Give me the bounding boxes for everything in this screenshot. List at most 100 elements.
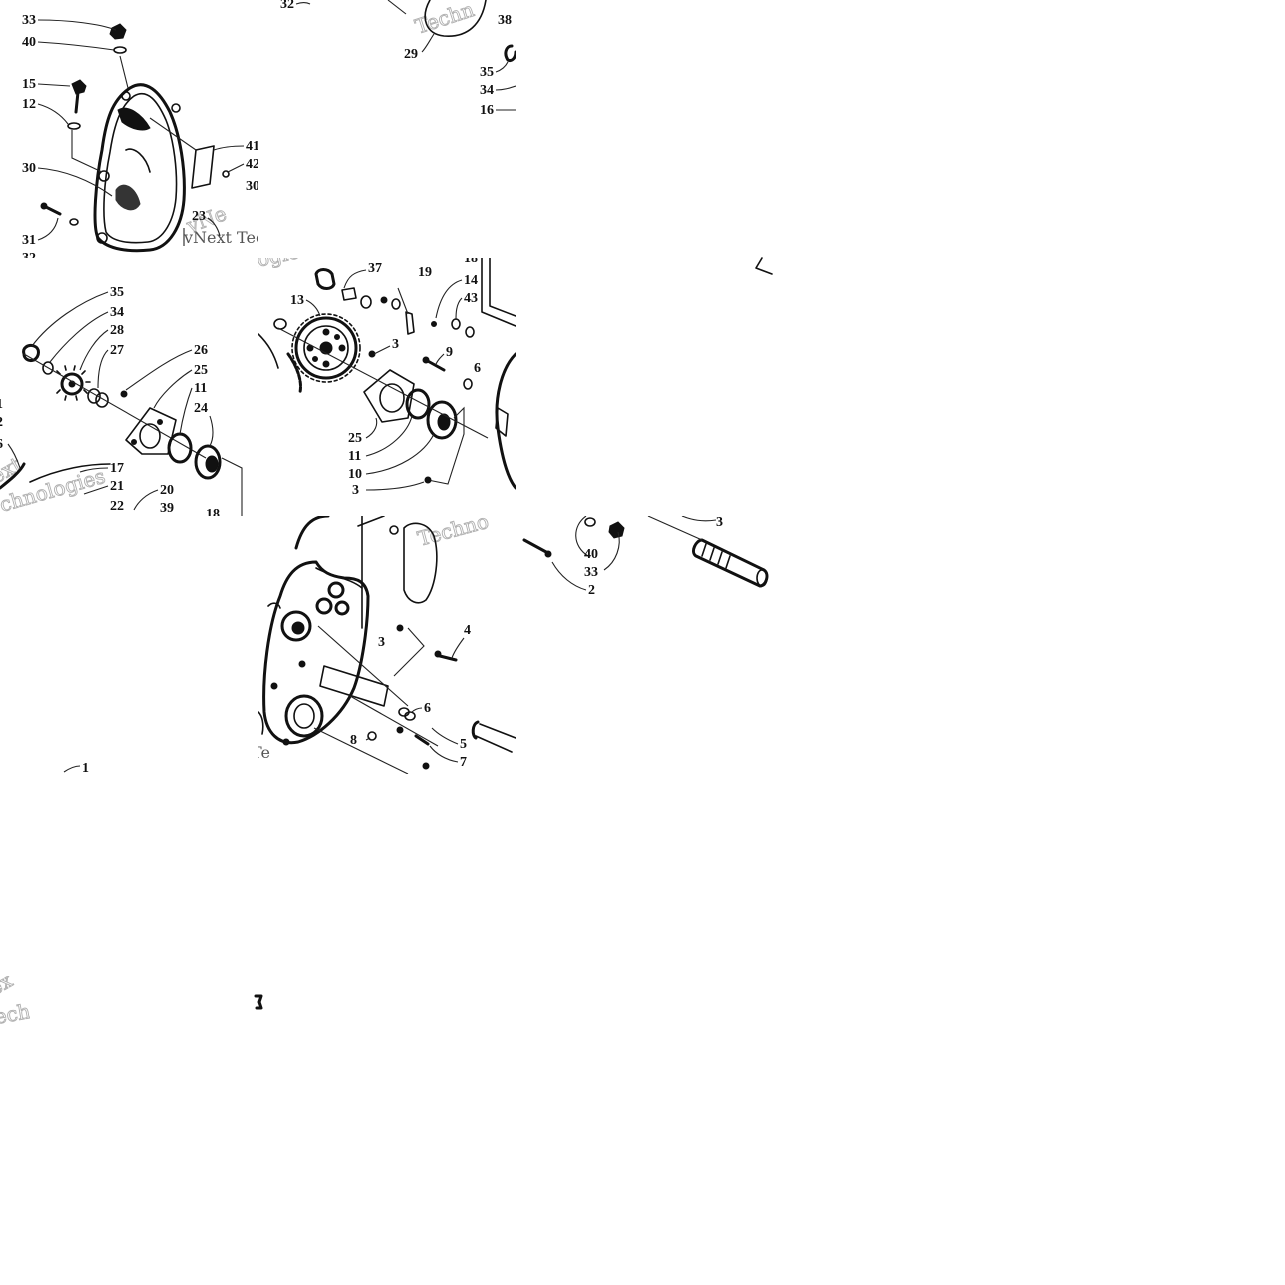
bolt-part bbox=[109, 23, 129, 89]
svg-text:31: 31 bbox=[22, 233, 36, 248]
tile-chaincase-cover: vNext Tec vNe bbox=[0, 0, 258, 258]
svg-text:41: 41 bbox=[246, 139, 258, 154]
svg-text:1: 1 bbox=[0, 397, 3, 412]
svg-text:30: 30 bbox=[22, 161, 36, 176]
svg-text:35: 35 bbox=[480, 65, 494, 80]
bearing-part bbox=[194, 444, 222, 480]
svg-text:28: 28 bbox=[110, 323, 124, 338]
svg-text:26: 26 bbox=[194, 343, 208, 358]
bolt-part bbox=[434, 650, 458, 662]
callout-group: 40 33 2 3 bbox=[551, 516, 723, 598]
spacer-part bbox=[314, 268, 401, 310]
svg-text:11: 11 bbox=[194, 381, 207, 396]
svg-text:3: 3 bbox=[392, 337, 399, 352]
tile-fragment-mark bbox=[740, 250, 780, 280]
callout-group: 32 38 29 35 34 16 bbox=[280, 0, 516, 118]
svg-text:6: 6 bbox=[0, 437, 3, 452]
watermark-text: vNext Tec bbox=[183, 228, 258, 247]
svg-text:17: 17 bbox=[110, 461, 124, 476]
chaincase-housing bbox=[262, 516, 385, 746]
svg-text:29: 29 bbox=[404, 47, 418, 62]
svg-text:33: 33 bbox=[22, 13, 36, 28]
bolt-part bbox=[40, 202, 79, 226]
svg-text:22: 22 bbox=[110, 499, 124, 514]
tile-drive-sprocket: ext chnologies bbox=[0, 258, 258, 516]
svg-text:37: 37 bbox=[368, 261, 382, 276]
svg-text:10: 10 bbox=[348, 467, 362, 482]
svg-text:8: 8 bbox=[350, 733, 357, 748]
svg-text:vNext Te: vNext Te bbox=[258, 743, 270, 762]
callout-group: 35 34 28 27 26 25 11 24 1 2 6 1 bbox=[0, 285, 220, 516]
bolt-part bbox=[522, 538, 552, 558]
svg-text:ech: ech bbox=[0, 999, 30, 1029]
bolt-part bbox=[422, 356, 446, 372]
svg-text:ex: ex bbox=[0, 976, 17, 1000]
chaincase-cover bbox=[93, 83, 186, 253]
bearing-part bbox=[426, 400, 458, 440]
shaft-part bbox=[692, 538, 769, 588]
svg-text:9: 9 bbox=[446, 345, 453, 360]
callout-group: 3 4 6 5 7 8 bbox=[350, 623, 471, 770]
svg-text:27: 27 bbox=[110, 343, 124, 358]
svg-text:25: 25 bbox=[348, 431, 362, 446]
plate-part bbox=[149, 117, 230, 189]
tile-chaincase-housing: Techno bbox=[258, 516, 516, 774]
svg-text:11: 11 bbox=[348, 449, 361, 464]
sprocket-small bbox=[56, 365, 91, 401]
svg-text:38: 38 bbox=[498, 13, 512, 28]
svg-text:43: 43 bbox=[464, 291, 478, 306]
svg-text:logies: logies bbox=[258, 258, 311, 273]
callout-group: 37 19 18 14 43 13 3 9 6 25 11 10 bbox=[290, 258, 481, 498]
chain-loop bbox=[387, 0, 487, 37]
nut-part bbox=[504, 44, 516, 62]
svg-text:2: 2 bbox=[0, 415, 3, 430]
svg-text:34: 34 bbox=[110, 305, 124, 320]
svg-text:18: 18 bbox=[206, 507, 220, 516]
gear-large bbox=[291, 313, 361, 383]
svg-text:13: 13 bbox=[290, 293, 304, 308]
svg-text:34: 34 bbox=[480, 83, 494, 98]
svg-text:19: 19 bbox=[418, 265, 432, 280]
svg-text:Techn: Techn bbox=[412, 0, 477, 39]
tile-small-mark bbox=[252, 992, 266, 1012]
bearing-flange bbox=[363, 369, 415, 423]
svg-text:15: 15 bbox=[22, 77, 36, 92]
svg-text:32: 32 bbox=[280, 0, 294, 12]
svg-text:20: 20 bbox=[160, 483, 174, 498]
svg-text:42: 42 bbox=[246, 157, 258, 172]
svg-text:40: 40 bbox=[22, 35, 36, 50]
svg-text:4: 4 bbox=[464, 623, 471, 638]
callout-group: 33 40 15 12 30 31 32 41 42 30 23 bbox=[22, 13, 258, 258]
svg-text:40: 40 bbox=[584, 547, 598, 562]
svg-text:14: 14 bbox=[464, 273, 478, 288]
svg-text:7: 7 bbox=[460, 755, 467, 770]
svg-text:30: 30 bbox=[246, 179, 258, 194]
svg-text:18: 18 bbox=[464, 258, 478, 266]
svg-text:33: 33 bbox=[584, 565, 598, 580]
svg-text:2: 2 bbox=[588, 583, 595, 598]
svg-text:1: 1 bbox=[82, 761, 89, 776]
tile-watermark-fragment: ex ech bbox=[0, 976, 30, 1036]
svg-text:5: 5 bbox=[460, 737, 467, 752]
bracket-part bbox=[397, 287, 415, 335]
svg-text:21: 21 bbox=[110, 479, 124, 494]
svg-text:3: 3 bbox=[378, 635, 385, 650]
tile-top-center: Techn 32 38 29 35 34 16 bbox=[258, 0, 516, 118]
svg-text:24: 24 bbox=[194, 401, 208, 416]
shaft-part bbox=[471, 720, 516, 753]
svg-text:Techno: Techno bbox=[415, 516, 491, 551]
tile-shaft-bolt: 40 33 2 3 bbox=[516, 516, 774, 606]
svg-text:12: 12 bbox=[22, 97, 36, 112]
tile-bottom-left-fragment: 1 bbox=[60, 756, 100, 776]
svg-text:16: 16 bbox=[480, 103, 494, 118]
svg-text:25: 25 bbox=[194, 363, 208, 378]
bolt-part bbox=[67, 79, 103, 173]
svg-text:35: 35 bbox=[110, 285, 124, 300]
nut-part bbox=[22, 344, 54, 375]
svg-text:23: 23 bbox=[192, 209, 206, 224]
tile-driven-sprocket: logies bbox=[258, 258, 516, 516]
svg-text:3: 3 bbox=[352, 483, 359, 498]
svg-text:32: 32 bbox=[22, 251, 36, 258]
svg-text:6: 6 bbox=[474, 361, 481, 376]
